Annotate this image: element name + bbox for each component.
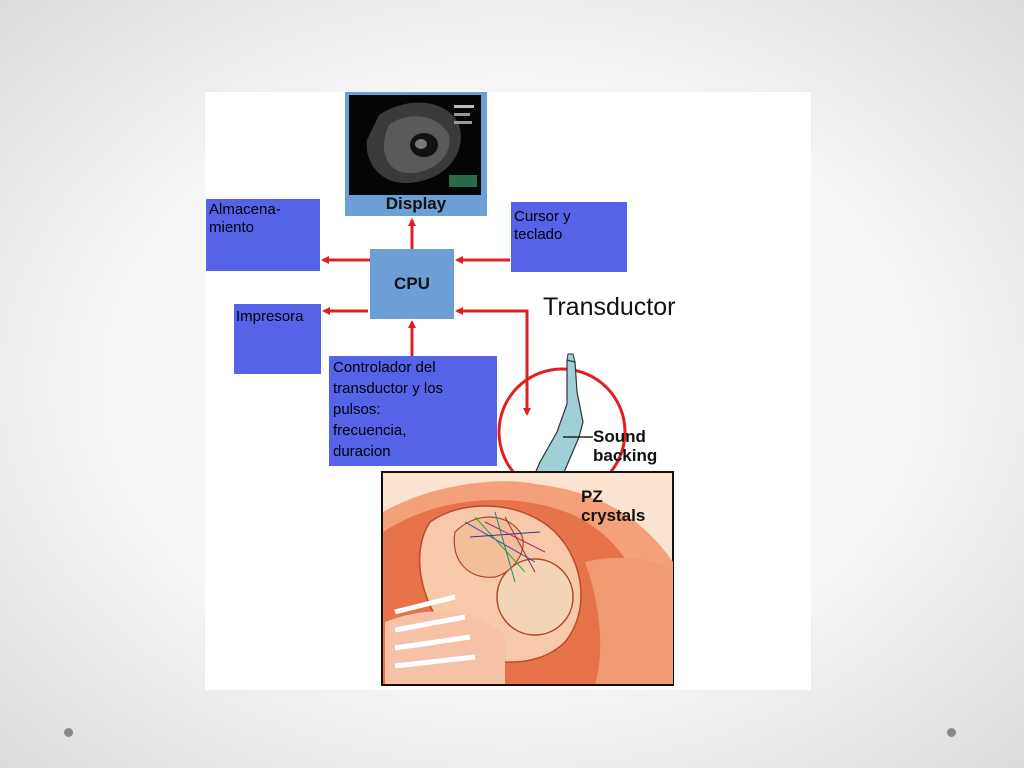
impresora-box: Impresora — [234, 304, 321, 374]
obstetric-illustration — [381, 471, 674, 686]
display-monitor: Display — [345, 92, 487, 216]
transductor-label: Transductor — [543, 293, 676, 321]
diagram-graphics — [321, 218, 674, 686]
impresora-label: Impresora — [236, 308, 304, 325]
slide-dot-right — [947, 728, 956, 737]
cursor-teclado-box: Cursor y teclado — [511, 202, 627, 272]
almacenamiento-label: Almacena- miento — [209, 201, 281, 236]
sound-backing-label: Sound backing — [593, 427, 658, 465]
ultrasound-screen-image — [349, 95, 481, 195]
almacenamiento-box: Almacena- miento — [206, 199, 320, 271]
display-label: Display — [385, 194, 447, 213]
ultrasound-system-diagram: Display CPU Almacena- miento Cursor y te… — [205, 92, 811, 690]
controlador-label: Controlador del transductor y los pulsos… — [333, 359, 444, 460]
cursor-teclado-label: Cursor y teclado — [514, 208, 571, 243]
cpu-label: CPU — [394, 274, 430, 293]
cpu-box: CPU — [370, 249, 454, 319]
controlador-box: Controlador del transductor y los pulsos… — [329, 356, 497, 466]
slide-dot-left — [64, 728, 73, 737]
pz-crystals-label: PZ crystals — [581, 487, 646, 525]
